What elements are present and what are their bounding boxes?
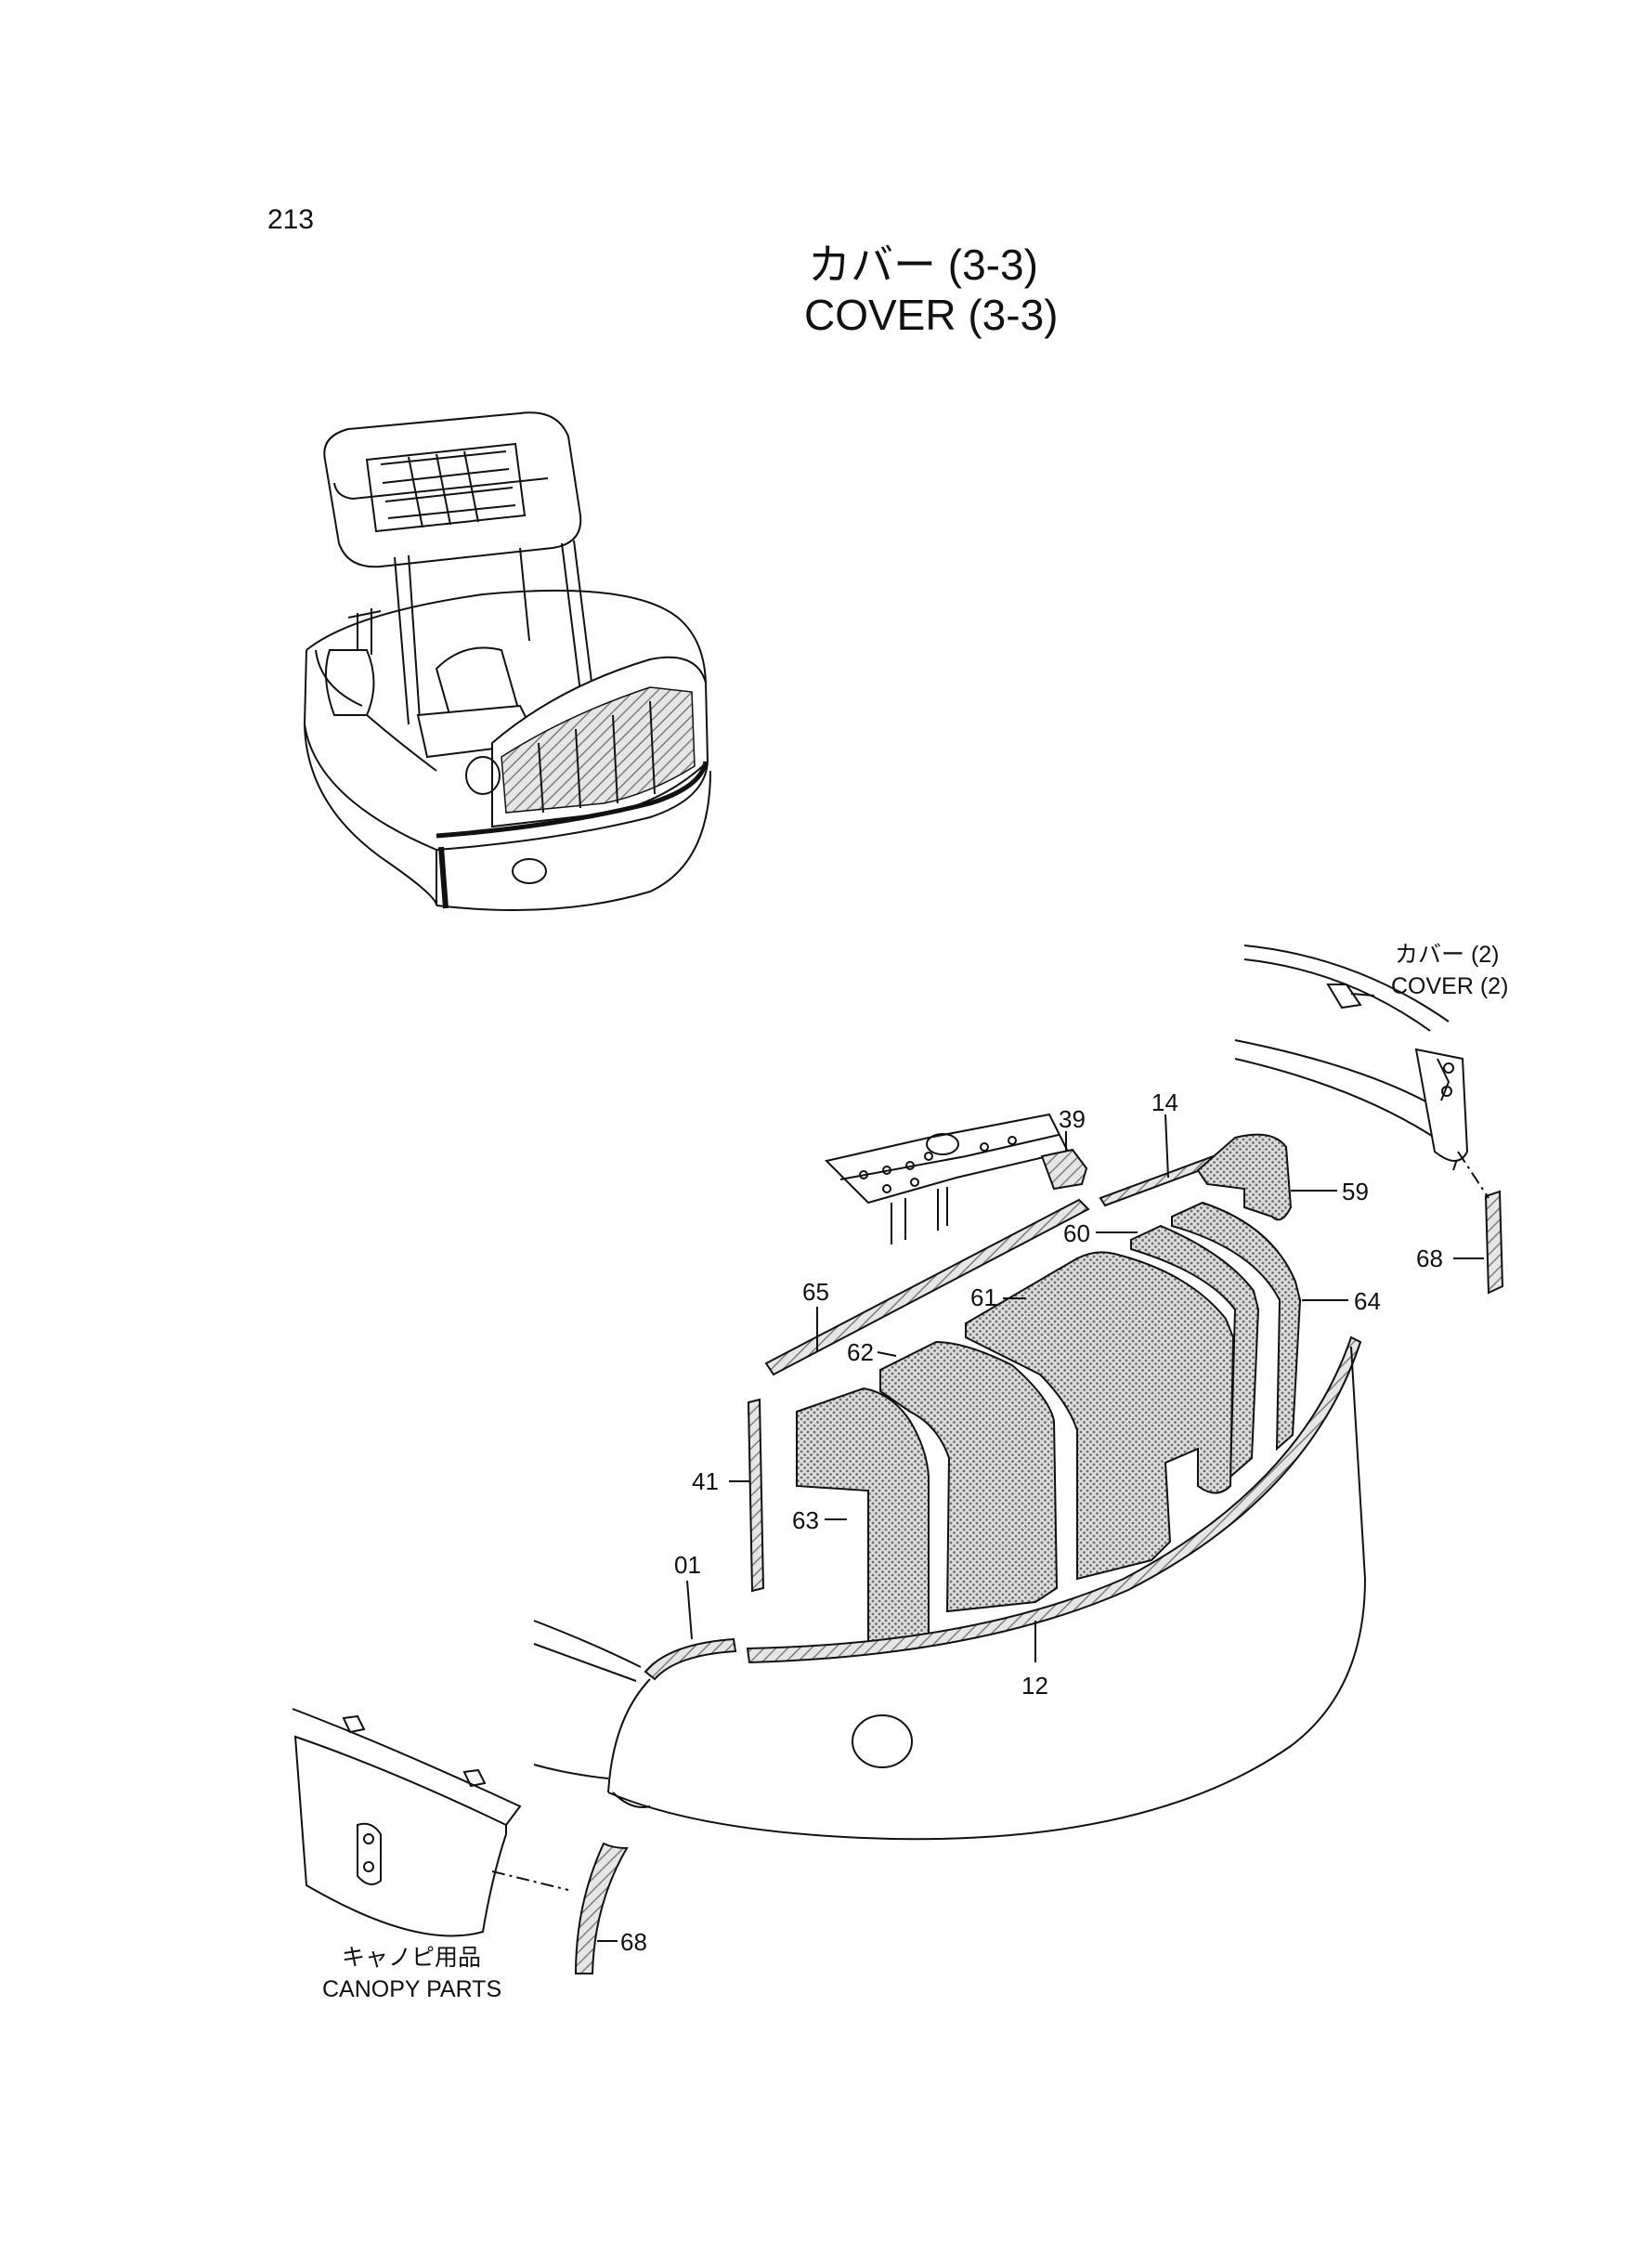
callout-60: 60 [1063, 1219, 1090, 1247]
title-japanese: カバー (3-3) [808, 241, 1038, 289]
callout-62: 62 [847, 1338, 874, 1366]
callout-01: 01 [674, 1551, 701, 1579]
callout-59: 59 [1342, 1178, 1369, 1205]
callout-63: 63 [792, 1506, 819, 1534]
callout-41: 41 [692, 1467, 719, 1495]
title-english: COVER (3-3) [804, 291, 1059, 339]
callout-68-left: 68 [620, 1928, 647, 1956]
callout-64: 64 [1354, 1287, 1381, 1315]
canopy-ref-ja: キャノピ用品 [342, 1945, 481, 1971]
callout-39: 39 [1059, 1105, 1086, 1133]
callout-12: 12 [1021, 1672, 1048, 1700]
callout-65: 65 [802, 1278, 829, 1306]
reference-labels: カバー (2) COVER (2) キャノピ用品 CANOPY PARTS [322, 942, 1508, 2002]
overview-machine-illustration [303, 411, 711, 911]
cover2-ref-ja: カバー (2) [1395, 942, 1500, 968]
callout-14: 14 [1151, 1088, 1178, 1116]
callout-61: 61 [970, 1283, 997, 1311]
exploded-view-illustration [292, 945, 1504, 1974]
callout-labels: 39 14 59 60 64 61 65 62 41 63 01 12 68 6… [620, 1088, 1443, 1956]
cover2-ref-en: COVER (2) [1391, 973, 1508, 999]
page-number: 213 [267, 204, 315, 235]
callout-68-right: 68 [1416, 1244, 1443, 1272]
canopy-ref-en: CANOPY PARTS [322, 1976, 501, 2002]
